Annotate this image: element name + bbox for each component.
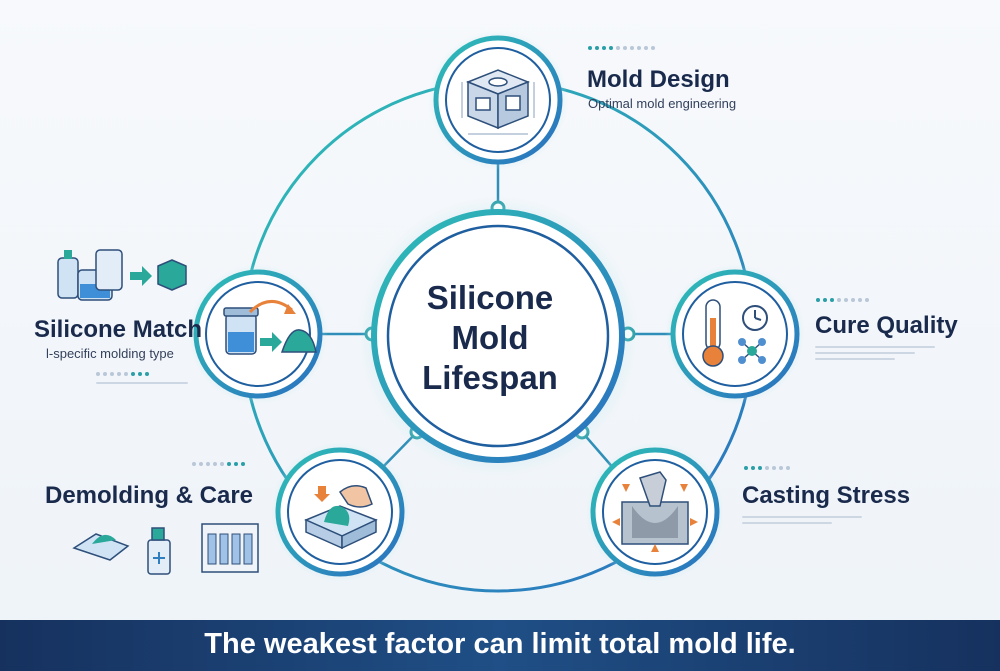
dots-decoration [744, 466, 790, 470]
silicone-match-subtitle: l-specific molding type [46, 346, 174, 361]
silicone-jar-icon [223, 300, 317, 355]
text-placeholder-lines [742, 516, 862, 528]
center-title-line1: Silicone [426, 279, 554, 316]
cure-thermometer-icon [702, 299, 768, 367]
dots-decoration [816, 298, 869, 302]
dots-decoration [192, 462, 245, 466]
dots-decoration [96, 372, 149, 376]
demolding-hand-icon [304, 485, 378, 550]
casting-stress-title: Casting Stress [742, 482, 911, 509]
silicone-match-title: Silicone Match [34, 316, 203, 343]
silicone-bottles-icon [57, 249, 187, 301]
center-title-line3: Lifespan [422, 359, 558, 396]
node-silicone-match [188, 264, 328, 404]
footer-text: The weakest factor can limit total mold … [204, 628, 796, 660]
text-placeholder-lines [815, 346, 935, 364]
node-cure-quality [665, 264, 805, 404]
mold-design-subtitle: Optimal mold engineering [588, 96, 737, 111]
center-title-line2: Mold [451, 319, 529, 356]
center-title: Silicone Mold Lifespan [380, 278, 600, 398]
mold-design-title: Mold Design [587, 66, 730, 93]
cure-quality-title: Cure Quality [815, 312, 958, 339]
dots-decoration [588, 46, 655, 50]
footer-banner: The weakest factor can limit total mold … [0, 620, 1000, 671]
text-placeholder-lines [96, 382, 188, 388]
demolding-care-title: Demolding & Care [45, 482, 254, 509]
casting-stress-icon [612, 471, 698, 552]
demolding-tools-icon [72, 523, 259, 575]
center-hub [358, 196, 638, 476]
mold-cube-icon [461, 69, 535, 135]
